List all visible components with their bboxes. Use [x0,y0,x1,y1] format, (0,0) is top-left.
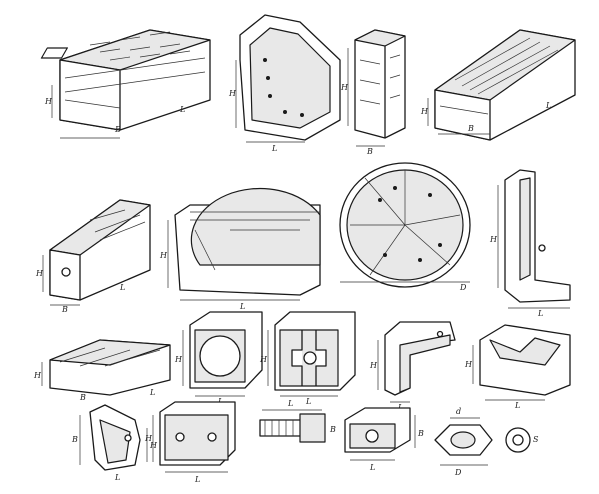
label-b: B [467,124,474,133]
v-block: H L [464,324,571,410]
label-h: H [464,360,473,369]
label-h: H [259,355,268,364]
label-h: H [174,355,183,364]
label-b: B [366,147,373,156]
label-h: H [489,235,498,244]
label-d: D [454,468,462,477]
label-h: H [33,371,42,380]
label-h: H [35,269,44,278]
stepped-angle: H L [369,321,456,412]
label-d-small: d [456,407,461,416]
hex-nut: d D S [434,407,539,477]
label-l: L [305,397,311,406]
label-l: L [239,302,245,311]
slotted-bar: H L [144,401,236,484]
tapered-clamp: B H L [71,404,158,482]
label-l: L [194,475,200,484]
label-b: B [79,393,86,402]
label-b: B [417,429,424,438]
cube-with-bore: H L [174,311,263,406]
label-l: L [271,144,277,153]
label-l: L [287,399,293,408]
half-round-table: H L [159,187,321,311]
slotted-plate-a: H L B [40,29,211,139]
label-l: L [537,309,543,318]
angle-plate-ribbed: H L [228,14,341,153]
slotted-plate-b: H L B [420,29,576,141]
label-h: H [149,441,158,450]
narrow-riser-block: H B [340,29,406,156]
label-l: L [369,463,375,472]
label-l: L [149,388,155,397]
long-slotted-bar: H B L [35,199,151,314]
label-d: D [459,283,467,292]
label-b: B [114,125,121,134]
label-b: B [71,435,78,444]
label-h: H [159,251,168,260]
label-l: L [179,105,185,114]
label-h: H [228,89,237,98]
label-h: H [369,361,378,370]
label-h: H [340,83,349,92]
cross-slot-cube: H L [259,311,356,406]
label-l: L [514,401,520,410]
label-s: S [533,435,539,444]
label-h: H [144,434,153,443]
label-l: L [114,473,120,482]
small-slotted-plate: H L B [33,339,171,402]
label-b: B [329,425,336,434]
label-h: H [44,97,53,106]
label-h: H [420,107,429,116]
t-nut: L B [344,407,424,472]
label-l: L [119,283,125,292]
label-l: L [545,101,551,110]
angle-bracket: H L [489,169,571,318]
label-b: B [61,305,68,314]
t-bolt: L B [259,399,336,443]
round-table: D [339,162,471,292]
